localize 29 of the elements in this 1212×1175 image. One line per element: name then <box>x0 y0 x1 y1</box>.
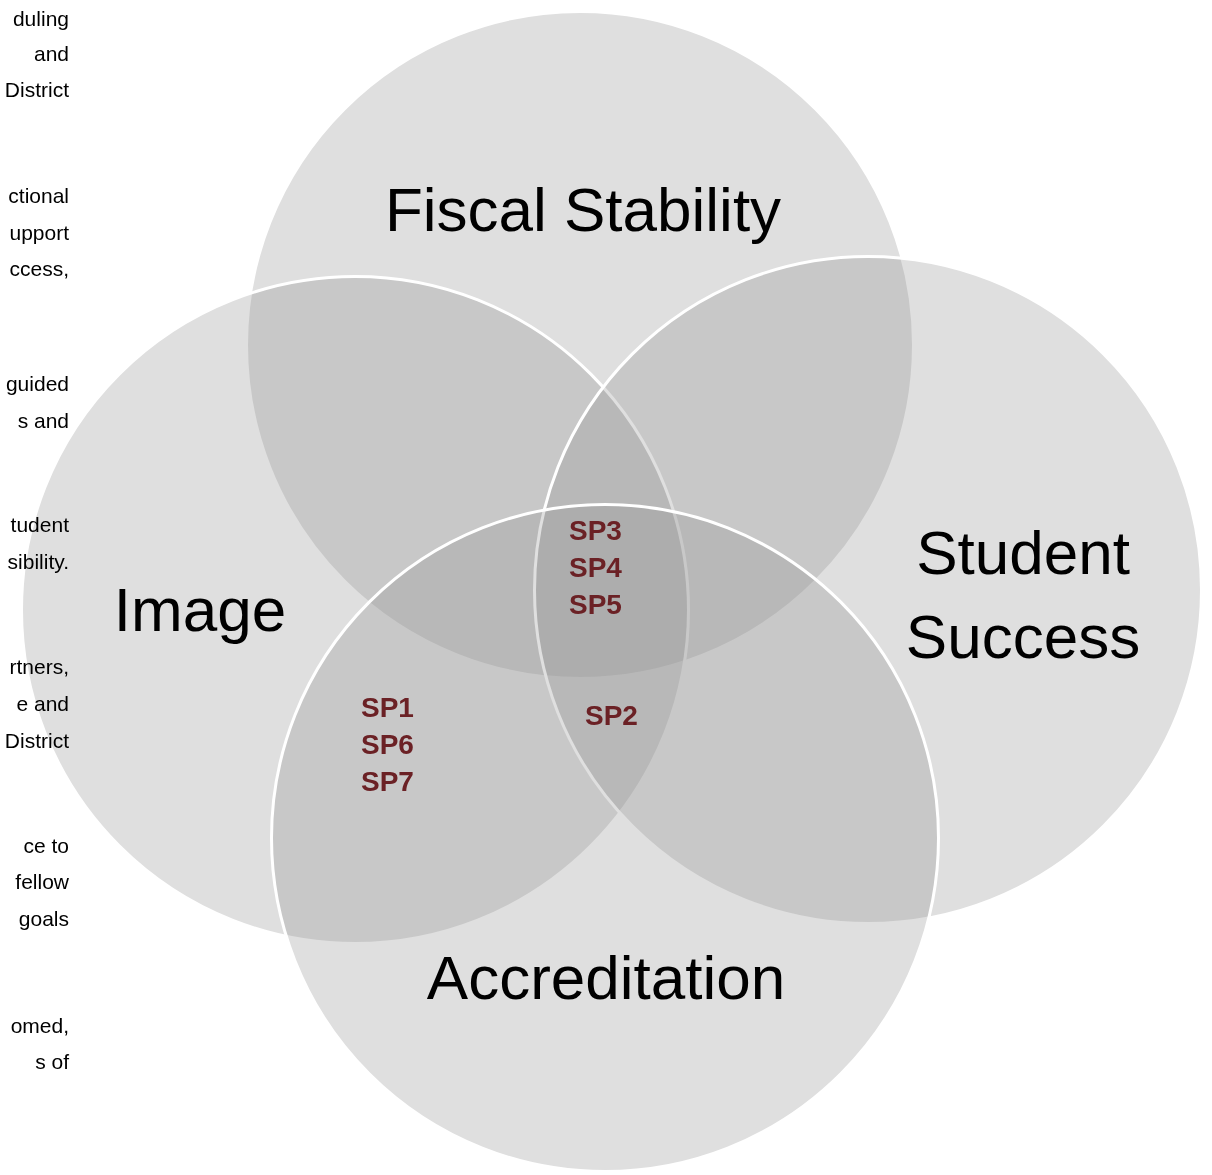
strategic-priority-label: SP1 <box>361 694 414 722</box>
text-fragment: and <box>33 43 69 64</box>
circle-title: Image <box>112 574 288 647</box>
circle-title: Fiscal Stability <box>383 174 783 247</box>
text-fragment: ce to <box>23 835 69 856</box>
text-fragment: District <box>4 730 69 751</box>
text-fragment: tudent <box>10 514 69 535</box>
circle-title: Accreditation <box>425 942 787 1015</box>
text-fragment: ctional <box>8 185 69 206</box>
text-fragment: duling <box>12 8 69 29</box>
text-fragment: sibility. <box>7 551 69 572</box>
text-fragment: guided <box>5 373 69 394</box>
strategic-priority-label: SP7 <box>361 768 414 796</box>
text-fragment: goals <box>18 908 69 929</box>
text-fragment: rtners, <box>9 656 69 677</box>
circle-title: Student Success <box>904 517 1142 673</box>
text-fragment: s and <box>17 410 69 431</box>
text-fragment: upport <box>9 222 69 243</box>
text-fragment: District <box>4 79 69 100</box>
text-fragment: fellow <box>15 871 69 892</box>
text-fragment: omed, <box>10 1015 69 1036</box>
strategic-priority-label: SP3 <box>569 517 622 545</box>
text-fragment: ccess, <box>9 258 69 279</box>
strategic-priority-label: SP5 <box>569 591 622 619</box>
text-fragment: e and <box>16 693 69 714</box>
text-fragment: s of <box>35 1051 69 1072</box>
strategic-priority-label: SP6 <box>361 731 414 759</box>
strategic-priority-label: SP2 <box>585 702 638 730</box>
strategic-priority-label: SP4 <box>569 554 622 582</box>
